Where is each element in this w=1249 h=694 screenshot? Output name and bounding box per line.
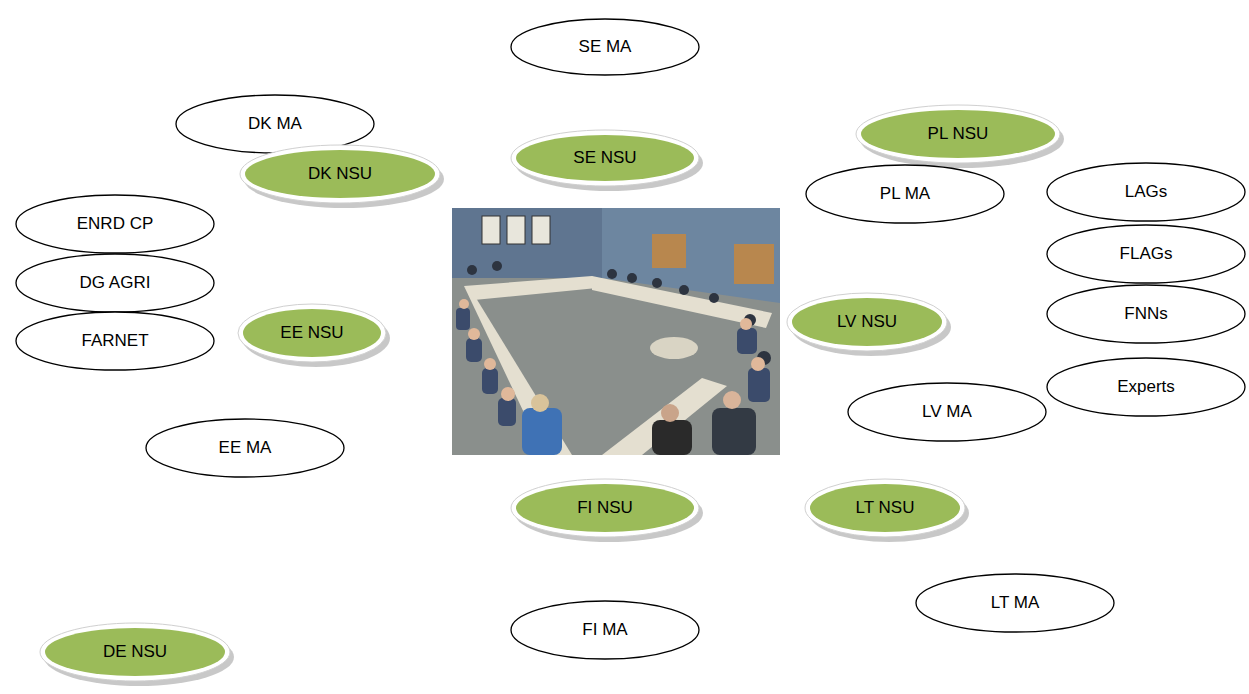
white-ellipse: LAGs <box>1046 162 1246 222</box>
node-label: LAGs <box>1125 182 1168 202</box>
node-label: PL MA <box>880 184 930 204</box>
node-label: FNNs <box>1124 304 1167 324</box>
green-ellipse: FI NSU <box>511 479 699 537</box>
green-ellipse: SE NSU <box>511 130 699 186</box>
node-label: FI MA <box>582 620 627 640</box>
white-ellipse: FNNs <box>1046 284 1246 344</box>
node-label: FLAGs <box>1120 244 1173 264</box>
white-ellipse: Experts <box>1046 357 1246 417</box>
node-label: LV MA <box>922 402 972 422</box>
node-label: LV NSU <box>837 312 897 332</box>
node-label: DE NSU <box>103 642 167 662</box>
node-label: PL NSU <box>928 124 989 144</box>
node-label: DK MA <box>248 114 302 134</box>
meeting-photo <box>452 208 780 455</box>
white-ellipse: LT MA <box>915 573 1115 633</box>
green-ellipse: DK NSU <box>240 145 440 203</box>
node-label: FI NSU <box>577 498 633 518</box>
green-ellipse: LT NSU <box>805 479 965 537</box>
node-label: DK NSU <box>308 164 372 184</box>
node-label: ENRD CP <box>77 214 154 234</box>
white-ellipse: FARNET <box>15 311 215 371</box>
white-ellipse: ENRD CP <box>15 194 215 254</box>
node-label: SE MA <box>579 37 632 57</box>
node-label: LT NSU <box>856 498 915 518</box>
white-ellipse: DG AGRI <box>15 253 215 313</box>
node-label: FARNET <box>81 331 148 351</box>
green-ellipse: DE NSU <box>40 623 230 681</box>
node-label: EE MA <box>219 438 272 458</box>
green-ellipse: LV NSU <box>787 293 947 351</box>
white-ellipse: LV MA <box>847 382 1047 442</box>
white-ellipse: SE MA <box>510 18 700 76</box>
white-ellipse: PL MA <box>805 164 1005 224</box>
node-label: EE NSU <box>280 323 343 343</box>
green-ellipse: PL NSU <box>856 105 1060 163</box>
node-label: DG AGRI <box>80 273 151 293</box>
white-ellipse: EE MA <box>145 418 345 478</box>
white-ellipse: FI MA <box>510 600 700 660</box>
white-ellipse: FLAGs <box>1046 224 1246 284</box>
green-ellipse: EE NSU <box>238 304 386 362</box>
node-label: SE NSU <box>573 148 636 168</box>
node-label: Experts <box>1117 377 1175 397</box>
node-label: LT MA <box>991 593 1040 613</box>
